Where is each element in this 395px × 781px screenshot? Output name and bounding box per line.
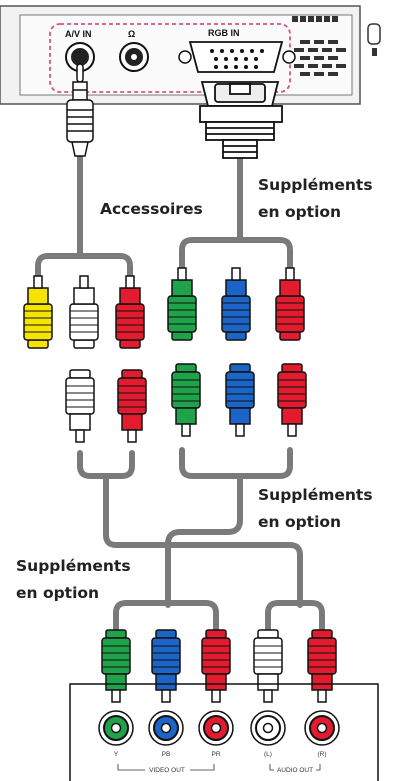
optional-label-top-line1: Suppléments <box>258 176 373 194</box>
headphone-icon: Ω <box>128 29 135 39</box>
jack-audio-r <box>304 710 340 746</box>
optional-label-mid-line1: Suppléments <box>258 486 373 504</box>
component-plug-red-top <box>275 267 305 341</box>
jack-label-pb: PB <box>162 751 171 758</box>
rgb-in-label: RGB IN <box>208 28 240 38</box>
cables <box>35 152 325 633</box>
jack-audio-l <box>250 710 286 746</box>
jack-pr <box>198 710 234 746</box>
component-plug-green-mid <box>171 363 201 437</box>
component-plug-blue-mid <box>225 363 255 437</box>
d-sub-plug <box>199 81 283 159</box>
av-in-jack <box>65 42 95 72</box>
jack-label-r: (R) <box>317 751 326 758</box>
optional-label-top-line2: en option <box>258 203 342 221</box>
composite-plug-red <box>115 275 145 349</box>
accessoires-label: Accessoires <box>100 200 203 218</box>
lock-slot-icon <box>367 23 381 45</box>
rgb-in-port <box>178 41 296 73</box>
jack-label-y: Y <box>114 751 119 758</box>
jack-pb <box>148 710 184 746</box>
jack-label-pr: PR <box>211 751 220 758</box>
bottom-plug-blue <box>151 629 181 703</box>
audio-out-label: AUDIO OUT <box>277 767 313 774</box>
jack-y <box>98 710 134 746</box>
bottom-plug-green <box>101 629 131 703</box>
optional-label-bottom-line1: Suppléments <box>16 557 131 575</box>
video-out-label: VIDEO OUT <box>149 767 185 774</box>
component-plug-blue-top <box>221 267 251 341</box>
bottom-plug-red <box>201 629 231 703</box>
audio-plug-white <box>65 369 95 443</box>
bottom-plug-red-audio <box>307 629 337 703</box>
headphone-jack <box>119 42 149 72</box>
composite-plug-yellow <box>23 275 53 349</box>
component-plug-green-top <box>167 267 197 341</box>
av-in-label: A/V IN <box>65 29 92 39</box>
av-device-panel: Y PB PR (L) (R) VIDEO OUT AUDIO OUT <box>69 683 379 781</box>
component-plug-red-mid <box>277 363 307 437</box>
bottom-plug-white <box>253 629 283 703</box>
optional-label-mid-line2: en option <box>258 513 342 531</box>
composite-plug-white <box>69 275 99 349</box>
jack-label-l: (L) <box>264 751 272 758</box>
audio-plug-red <box>117 369 147 443</box>
optional-label-bottom-line2: en option <box>16 584 100 602</box>
av-3-5mm-plug <box>66 63 94 157</box>
device-panel: A/V IN Ω RGB IN <box>0 5 381 105</box>
